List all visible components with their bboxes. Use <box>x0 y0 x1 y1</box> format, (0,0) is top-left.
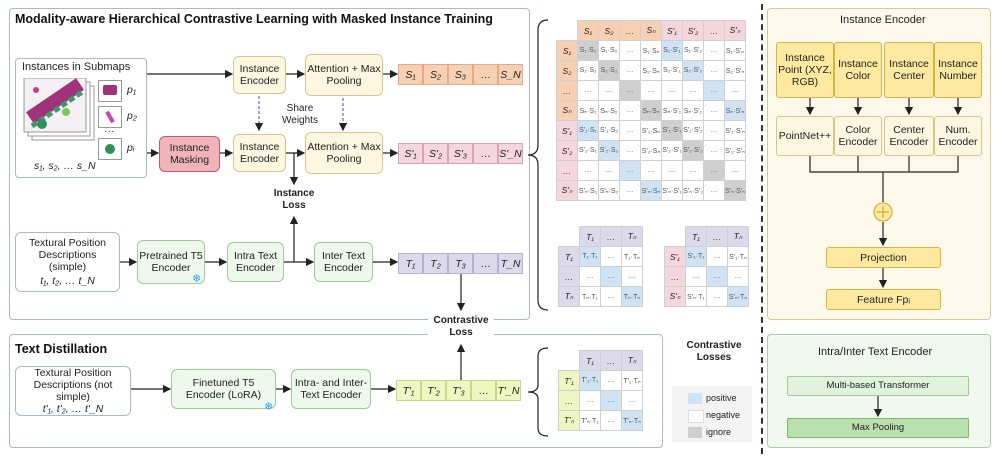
legend-positive-swatch <box>688 393 702 404</box>
tp-token: T'₂ <box>421 380 446 401</box>
instance-loss-label: Instance Loss <box>273 188 315 211</box>
legend-positive: positive <box>706 393 737 403</box>
max-pooling-box: Max Pooling <box>787 418 969 438</box>
sp-token: S'₃ <box>448 143 473 164</box>
inter-text-box: Inter Text Encoder <box>314 242 373 282</box>
instance-list: s₁, s₂, … s_N <box>34 160 96 172</box>
instance-thumb-2 <box>98 106 122 128</box>
instance-thumb-i <box>98 138 122 160</box>
t-list: t₁, t₂, … t_N <box>40 275 95 287</box>
s-token: S₃ <box>448 64 473 85</box>
legend-negative-swatch <box>688 410 704 423</box>
transformer-box: Multi-based Transformer <box>787 376 969 396</box>
t-token: T_N <box>498 253 523 274</box>
attention-pooling-bottom: Attention + Max Pooling <box>305 132 383 174</box>
textural-simple-label: Textural Position Descriptions (simple) <box>28 237 107 273</box>
num-encoder-box: Num. Encoder <box>934 116 982 156</box>
contrastive-loss-label: Contrastive Loss <box>428 312 494 342</box>
pretrained-t5-box: Pretrained T5 Encoder <box>137 240 205 284</box>
tp-list: t'₁, t'₂, … t'_N <box>42 403 104 415</box>
finetuned-t5-box: Finetuned T5 Encoder (LoRA) <box>171 369 276 409</box>
t-token: T₃ <box>448 253 473 274</box>
thumb-dots: ··· <box>104 125 115 137</box>
input-instance-number: Instance Number <box>934 42 982 98</box>
tp-token: T'₁ <box>396 380 421 401</box>
input-instance-color: Instance Color <box>834 42 882 98</box>
text-encoder-panel-title: Intra/Inter Text Encoder <box>818 346 933 358</box>
frozen-icon: ❄ <box>192 273 202 285</box>
instance-thumb-1 <box>98 80 122 102</box>
input-instance-center: Instance Center <box>884 42 934 98</box>
textural-simple-box: Textural Position Descriptions (simple) … <box>15 232 120 292</box>
attention-pooling-top: Attention + Max Pooling <box>305 54 383 96</box>
submap-image <box>23 78 95 141</box>
intra-text-box: Intra Text Encoder <box>227 242 284 282</box>
sp-token: S'₂ <box>423 143 448 164</box>
tp-token: T'_N <box>496 380 521 401</box>
share-weights-label: Share Weights <box>282 103 318 126</box>
pretrained-t5-label: Pretrained T5 Encoder <box>139 250 203 274</box>
textural-not-simple-label: Textural Position Descriptions (not simp… <box>33 367 113 403</box>
intra-inter-box: Intra- and Inter-Text Encoder <box>291 369 371 409</box>
legend-ignore: ignore <box>706 427 732 437</box>
instances-title: Instances in Submaps <box>22 61 131 73</box>
pointnet-box: PointNet++ <box>776 116 834 156</box>
s-token: S₂ <box>423 64 448 85</box>
legend-negative: negative <box>706 410 741 420</box>
s-token: S_N <box>498 64 523 85</box>
p-label-i: pᵢ <box>127 142 135 154</box>
s-token: S₁ <box>398 64 423 85</box>
sp-token: … <box>473 143 498 164</box>
center-encoder-box: Center Encoder <box>884 116 934 156</box>
legend <box>672 386 752 442</box>
frozen-icon: ❄ <box>264 401 274 413</box>
textural-not-simple-box: Textural Position Descriptions (not simp… <box>15 366 131 416</box>
instance-encoder-bottom: Instance Encoder <box>233 134 286 172</box>
sp-token: S'₁ <box>398 143 423 164</box>
tp-token: … <box>471 380 496 401</box>
legend-ignore-swatch <box>688 427 702 438</box>
t-token: … <box>473 253 498 274</box>
contrastive-losses-label: Contrastive Losses <box>686 340 742 363</box>
sp-token: S'_N <box>498 143 523 164</box>
t-token: T₁ <box>398 253 423 274</box>
feature-box: Feature Fpᵢ <box>826 289 941 310</box>
main-panel <box>9 8 530 320</box>
projection-box: Projection <box>826 247 941 268</box>
p-label-2: p₂ <box>127 110 137 122</box>
instance-masking-box: Instance Masking <box>159 136 220 172</box>
divider <box>761 4 763 454</box>
instance-encoder-top: Instance Encoder <box>233 56 286 94</box>
tp-token: T'₃ <box>446 380 471 401</box>
main-title: Modality-aware Hierarchical Contrastive … <box>15 12 493 26</box>
s-token: … <box>473 64 498 85</box>
instance-encoder-panel-title: Instance Encoder <box>840 14 926 26</box>
distill-panel <box>9 334 663 448</box>
p-label-1: p₁ <box>127 84 137 96</box>
color-encoder-box: Color Encoder <box>834 116 882 156</box>
t-token: T₂ <box>423 253 448 274</box>
distill-title: Text Distillation <box>15 342 108 356</box>
input-instance-point: Instance Point (XYZ, RGB) <box>776 42 834 98</box>
